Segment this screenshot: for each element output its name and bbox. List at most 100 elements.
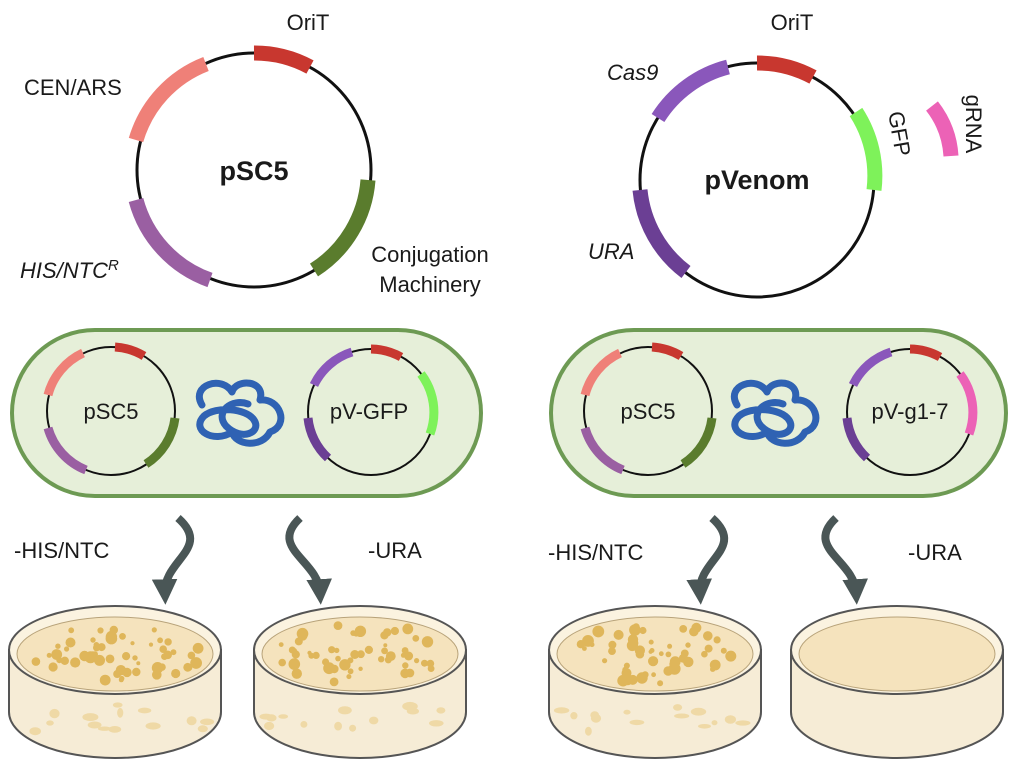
cell-2-plasmid-a-label: pSC5 — [620, 399, 675, 424]
colony — [400, 668, 410, 679]
colony — [118, 677, 124, 683]
cell-1: pSC5 pV-GFP — [10, 328, 483, 498]
colony — [608, 640, 617, 649]
colony — [64, 646, 70, 652]
cell-1-plasmid-b-gfp — [417, 371, 439, 436]
colony-side — [186, 716, 197, 726]
colony — [632, 623, 640, 631]
petri-dish-1-agar — [16, 616, 214, 692]
colony — [364, 645, 373, 655]
colony-side — [436, 707, 446, 714]
colony — [288, 658, 301, 670]
colony — [613, 629, 624, 640]
pvenom-cas9-segment — [651, 59, 731, 123]
cell-1-plasmid-b-orit — [370, 344, 404, 362]
colony — [187, 651, 196, 660]
colony — [119, 633, 126, 640]
grna-fragment — [925, 101, 959, 157]
petri-dish-2 — [253, 605, 467, 759]
psc5-his-ntc-label: HIS/NTCR — [20, 257, 119, 283]
colony — [158, 663, 166, 671]
cell-1-plasmid-a-orit — [114, 342, 147, 360]
cell-2-plasmid-a-his-ntc — [580, 426, 625, 475]
colony-side — [673, 704, 683, 711]
colony — [582, 646, 587, 651]
cell-1-plasmid-a: pSC5 — [43, 342, 180, 476]
colony — [383, 643, 388, 648]
arrow-his-ntc-2 — [686, 515, 729, 605]
colony — [627, 674, 638, 685]
colony — [404, 651, 414, 661]
psc5-cen-ars-label: CEN/ARS — [24, 75, 122, 100]
colony — [115, 665, 127, 676]
cell-1-plasmid-a-ring — [46, 346, 176, 476]
colony — [329, 677, 339, 687]
psc5-plasmid-map: pSC5 OriT CEN/ARS HIS/NTCR Conjugation M… — [20, 10, 489, 297]
colony-side — [724, 715, 737, 724]
colony — [60, 656, 69, 665]
psc5-conjugation-label-line2: Machinery — [379, 272, 480, 297]
cell-1-plasmid-b-label: pV-GFP — [330, 399, 408, 424]
petri-dish-3 — [548, 605, 762, 759]
colony — [105, 654, 115, 664]
pvenom-title: pVenom — [704, 165, 809, 195]
colony — [592, 625, 605, 638]
colony — [335, 655, 341, 662]
pvenom-cas9-label: Cas9 — [607, 60, 658, 85]
pvenom-plasmid-map: pVenom OriT Cas9 URA GFP gRNA — [588, 10, 986, 299]
colony — [97, 627, 104, 634]
pvenom-orit-label: OriT — [771, 10, 814, 35]
colony — [190, 657, 203, 669]
psc5-cen-ars-segment — [128, 57, 209, 143]
colony — [576, 640, 586, 649]
colony-side — [145, 722, 161, 730]
colony — [159, 645, 167, 653]
colony — [390, 626, 399, 636]
psc5-his-ntc-text: HIS/NTC — [20, 258, 108, 283]
colony-side — [197, 725, 208, 733]
colony — [105, 630, 118, 643]
colony — [333, 621, 343, 630]
colony — [163, 650, 172, 660]
colony — [334, 647, 340, 654]
colony-side — [266, 714, 277, 722]
colony — [414, 658, 420, 664]
colony — [685, 642, 691, 648]
colony — [99, 674, 111, 686]
colony — [323, 662, 335, 675]
colony — [278, 658, 287, 667]
colony — [658, 651, 664, 657]
colony — [617, 674, 629, 687]
colony — [350, 650, 360, 659]
cell-1-plasmid-a-cen-ars — [43, 348, 86, 397]
selection-arrows — [151, 515, 868, 605]
colony — [170, 649, 177, 656]
colony — [192, 642, 204, 654]
cell-1-plasmid-b: pV-GFP — [303, 344, 439, 476]
colony-side — [137, 707, 152, 714]
cell-1-plasmid-b-cas9 — [309, 347, 354, 388]
colony — [148, 642, 154, 647]
colony — [421, 659, 428, 667]
colony-side — [338, 706, 352, 715]
psc5-orit-segment — [253, 45, 314, 74]
colony — [164, 638, 172, 646]
colony — [346, 674, 352, 680]
petri-dish-4-agar — [798, 616, 996, 692]
pvenom-gfp-segment — [849, 107, 883, 191]
colony-side — [108, 726, 122, 733]
arrow-his-ntc-1 — [151, 515, 195, 605]
colony-side — [585, 726, 592, 736]
cell-1-plasmid-a-his-ntc — [43, 426, 88, 475]
selection-label-1: -HIS/NTC — [14, 538, 109, 563]
colony — [312, 651, 320, 660]
colony — [701, 650, 708, 658]
colony — [651, 672, 656, 678]
grna-label: gRNA — [961, 95, 986, 154]
colony — [308, 652, 315, 659]
colony — [294, 637, 303, 646]
colony — [648, 656, 659, 667]
colony — [689, 627, 699, 637]
colony — [665, 651, 672, 658]
